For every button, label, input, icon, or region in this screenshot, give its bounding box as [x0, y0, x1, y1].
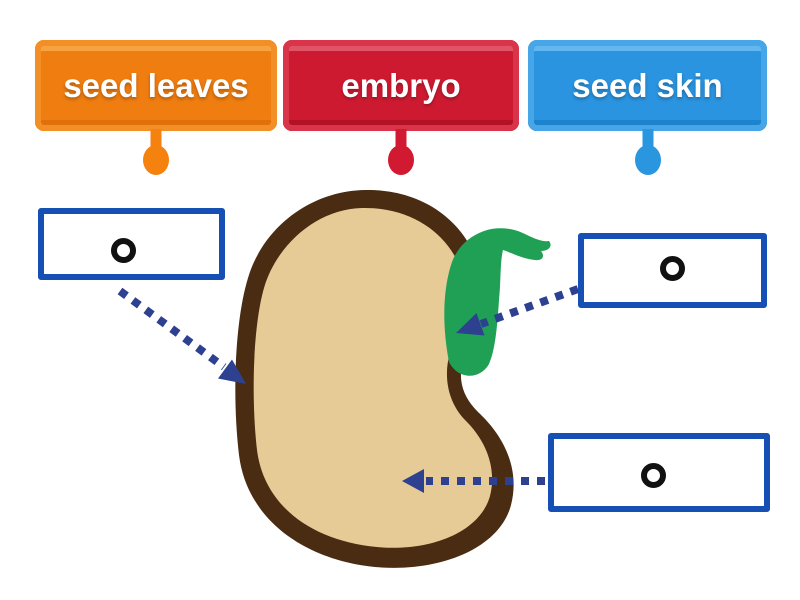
drop-target-circle-icon	[641, 463, 666, 488]
chip-pin-dot	[143, 145, 169, 175]
chip-stem	[395, 129, 407, 149]
label-chip-seed-skin[interactable]: seed skin	[528, 40, 767, 175]
seed-interior-shape	[253, 207, 493, 548]
label-chip-embryo[interactable]: embryo	[283, 40, 519, 175]
label-chip-text: seed skin	[572, 66, 723, 104]
drop-zone-left[interactable]	[38, 208, 225, 280]
arrow-top-right-zone	[456, 285, 580, 336]
chip-stem	[642, 129, 653, 149]
drop-zone-top-right[interactable]	[578, 233, 767, 308]
chip-stem	[150, 129, 162, 149]
drop-target-circle-icon	[660, 256, 685, 281]
chip-pin-dot	[388, 145, 414, 175]
arrow-left-zone	[117, 287, 246, 384]
label-chip-text: embryo	[341, 66, 461, 104]
arrow-bottom-right-zone	[402, 469, 545, 493]
label-chip-seed-leaves[interactable]: seed leaves	[35, 40, 277, 175]
sprout-shape	[444, 228, 551, 376]
drop-target-circle-icon	[111, 238, 136, 263]
chip-pin-dot	[634, 145, 661, 175]
label-chip-text: seed leaves	[63, 66, 249, 104]
drop-zone-bottom-right[interactable]	[548, 433, 770, 512]
